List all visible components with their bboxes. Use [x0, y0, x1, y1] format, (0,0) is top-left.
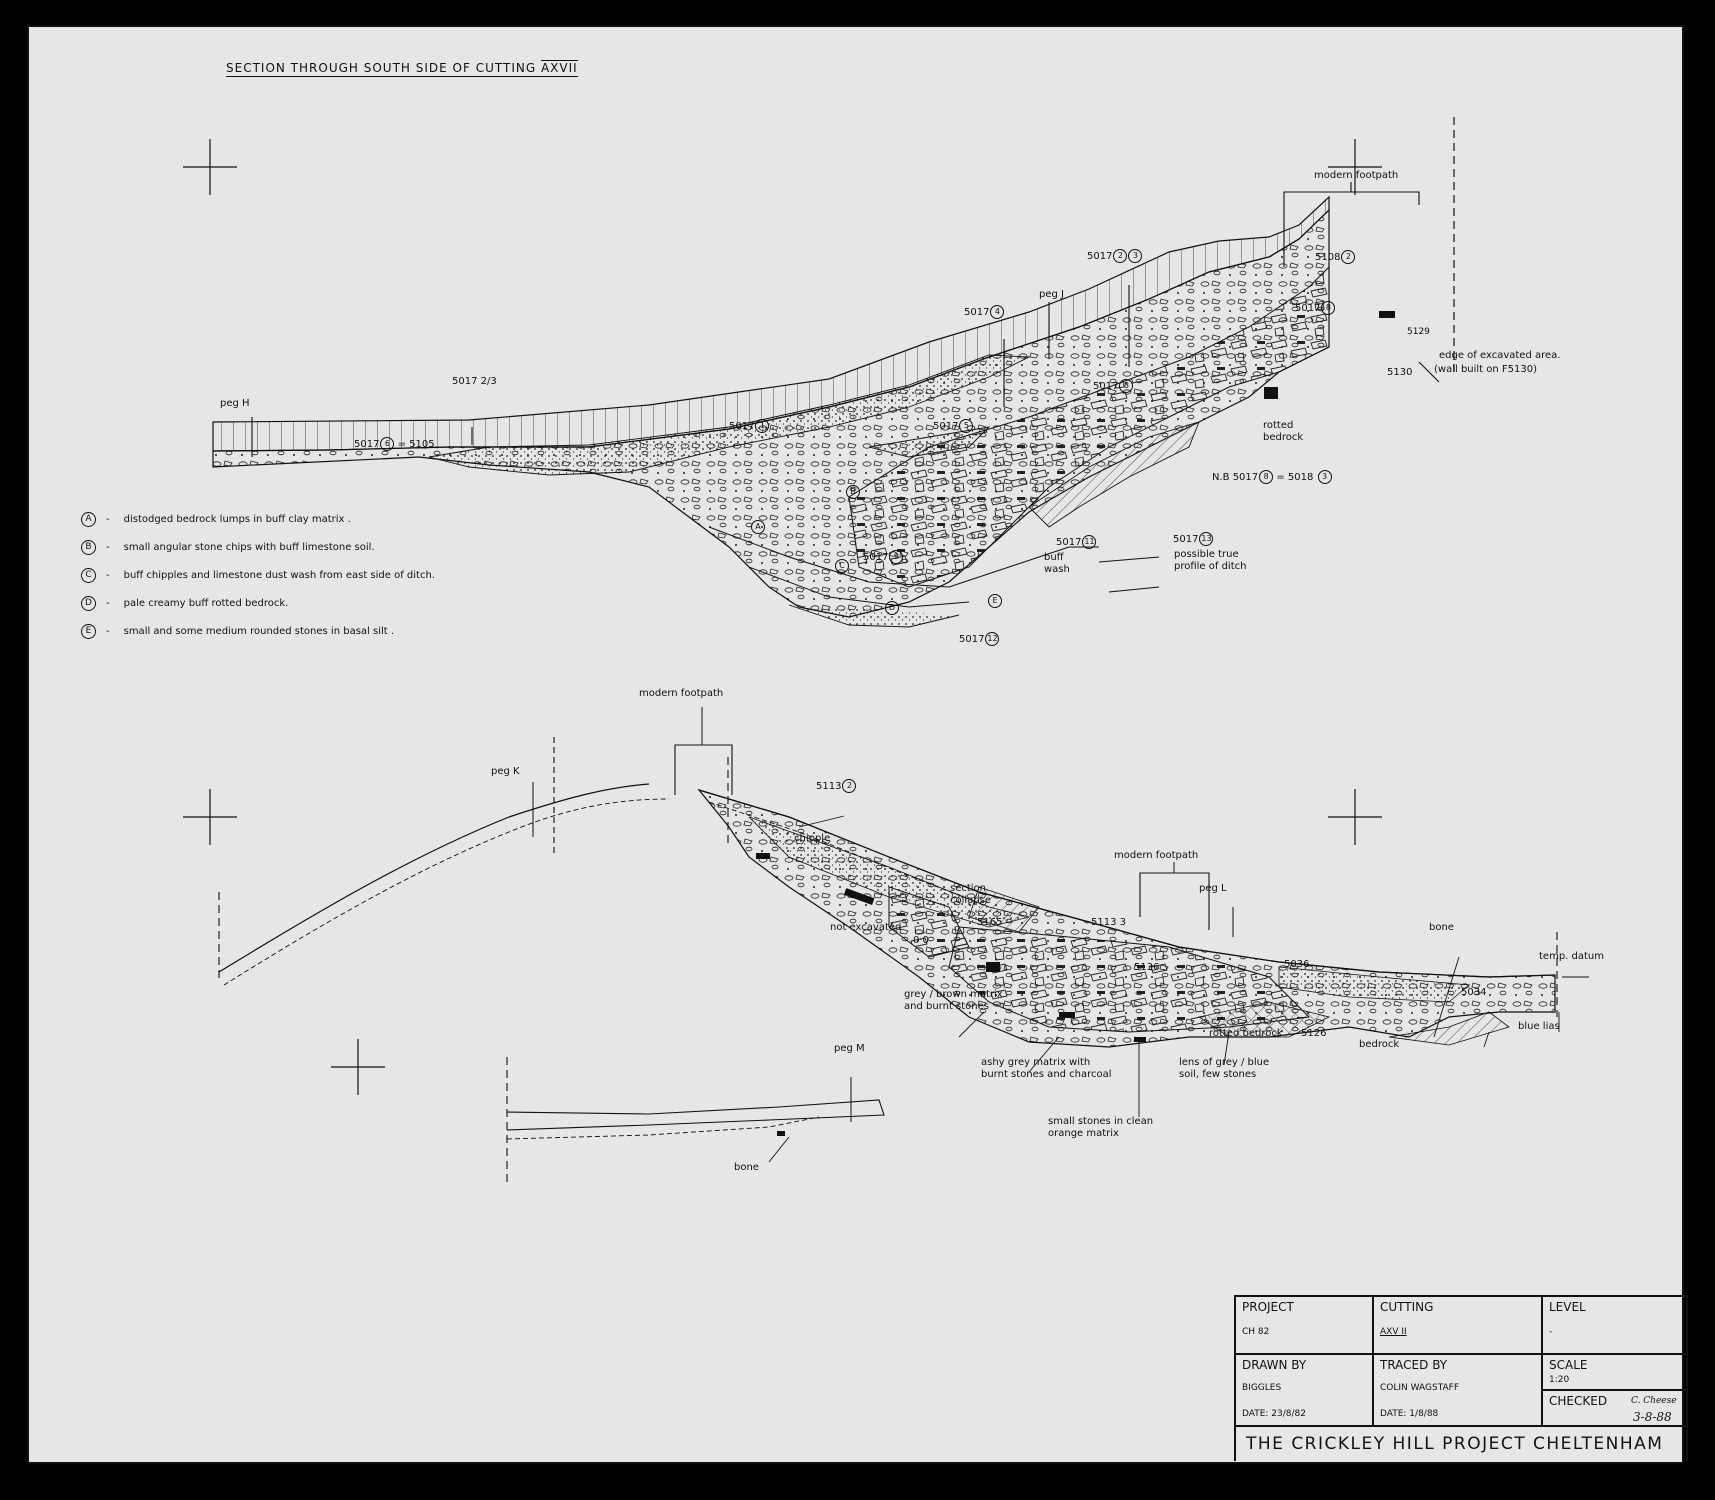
- possible-profile-label: possible true profile of ditch: [1174, 549, 1247, 572]
- lower-modern-footpath-label-2: modern footpath: [1114, 850, 1199, 861]
- bone-label-2: bone: [734, 1162, 759, 1173]
- legend-row-a: A-distodged bedrock lumps in buff clay m…: [81, 505, 435, 533]
- context-5017-2-3-left: 5017 2/3: [452, 376, 497, 387]
- cutting-cell: CUTTING AXV II: [1374, 1297, 1543, 1355]
- not-excavated-label: not excavated: [830, 922, 902, 933]
- context-5129: 5129: [1407, 327, 1430, 337]
- title-prefix: SECTION THROUGH SOUTH SIDE OF CUTTING: [226, 61, 537, 75]
- chipple-label: chipple: [794, 833, 831, 844]
- section-drawing: [183, 117, 1589, 1187]
- context-5130: 5130: [1387, 367, 1413, 378]
- context-5136: 5136: [1134, 962, 1160, 973]
- layer-key-d: D: [884, 601, 899, 615]
- zero-datum-label: 0·0: [913, 935, 929, 946]
- peg-l-label: peg L: [1199, 883, 1227, 894]
- bedrock-label: bedrock: [1359, 1039, 1400, 1050]
- drawing-title: SECTION THROUGH SOUTH SIDE OF CUTTING AX…: [226, 60, 578, 77]
- upper-section-drawing: [212, 117, 1455, 628]
- context-5034: 5034: [1461, 987, 1487, 998]
- bone-label-1: bone: [1429, 922, 1454, 933]
- checked-signature: C. Cheese: [1631, 1396, 1677, 1406]
- layer-key-b: B: [845, 485, 860, 499]
- legend-row-d: D-pale creamy buff rotted bedrock.: [81, 589, 435, 617]
- checked-date: 3-8-88: [1633, 1410, 1672, 1424]
- section-collapse-label: section collapse: [950, 883, 992, 906]
- buff-wash-label: buff wash: [1044, 552, 1070, 575]
- rotted-bedrock-label: rotted bedrock: [1263, 420, 1304, 443]
- ashy-grey-matrix-label: ashy grey matrix with burnt stones and c…: [981, 1057, 1112, 1080]
- lens-label: lens of grey / blue soil, few stones: [1179, 1057, 1270, 1080]
- lower-modern-footpath-label-1: modern footpath: [639, 688, 724, 699]
- layer-key-c: C: [834, 559, 849, 573]
- edge-of-excavation-label: edge of excavated area.: [1439, 350, 1561, 361]
- peg-h-label: peg H: [220, 398, 250, 409]
- project-cell: PROJECT CH 82: [1236, 1297, 1374, 1355]
- traced-by-cell: TRACED BY COLIN WAGSTAFF DATE: 1/8/88: [1374, 1355, 1543, 1427]
- lower-section-drawing: [218, 707, 1589, 1187]
- peg-k-label: peg K: [491, 766, 520, 777]
- title-cutting: AXVII: [540, 60, 578, 75]
- rotted-bedrock-lower-label: rotted bedrock: [1209, 1028, 1283, 1039]
- upper-modern-footpath-label: modern footpath: [1314, 170, 1399, 181]
- grey-brown-matrix-label: grey / brown matrix and burnt stones: [904, 989, 1003, 1012]
- project-footer: THE CRICKLEY HILL PROJECT CHELTENHAM: [1236, 1427, 1688, 1461]
- context-5165: 5165: [977, 917, 1003, 928]
- blue-lias-label: blue lias: [1518, 1021, 1560, 1032]
- context-5126: 5126: [1301, 1028, 1327, 1039]
- context-5113-3: 5113 3: [1091, 917, 1126, 928]
- wall-note-label: (wall built on F5130): [1434, 364, 1538, 375]
- drawing-sheet: SECTION THROUGH SOUTH SIDE OF CUTTING AX…: [27, 25, 1688, 1464]
- small-stones-label: small stones in clean orange matrix: [1048, 1116, 1154, 1139]
- temp-datum-label: temp. datum: [1539, 951, 1604, 962]
- checked-cell: CHECKED C. Cheese 3-8-88: [1543, 1391, 1688, 1427]
- layer-key-a: A: [750, 520, 765, 534]
- peg-m-label: peg M: [834, 1043, 865, 1054]
- scale-cell: SCALE 1:20: [1543, 1355, 1688, 1391]
- context-5036: 5036: [1284, 959, 1310, 970]
- peg-j-label: peg J: [1039, 289, 1064, 300]
- layer-key-e: E: [987, 594, 1002, 608]
- drawn-by-cell: DRAWN BY BIGGLES DATE: 23/8/82: [1236, 1355, 1374, 1427]
- level-cell: LEVEL -: [1543, 1297, 1688, 1355]
- title-block: PROJECT CH 82 CUTTING AXV II LEVEL - DRA…: [1234, 1295, 1688, 1461]
- legend-row-b: B-small angular stone chips with buff li…: [81, 533, 435, 561]
- legend-row-c: C-buff chipples and limestone dust wash …: [81, 561, 435, 589]
- legend-row-e: E-small and some medium rounded stones i…: [81, 617, 435, 645]
- layer-legend: A-distodged bedrock lumps in buff clay m…: [81, 505, 435, 645]
